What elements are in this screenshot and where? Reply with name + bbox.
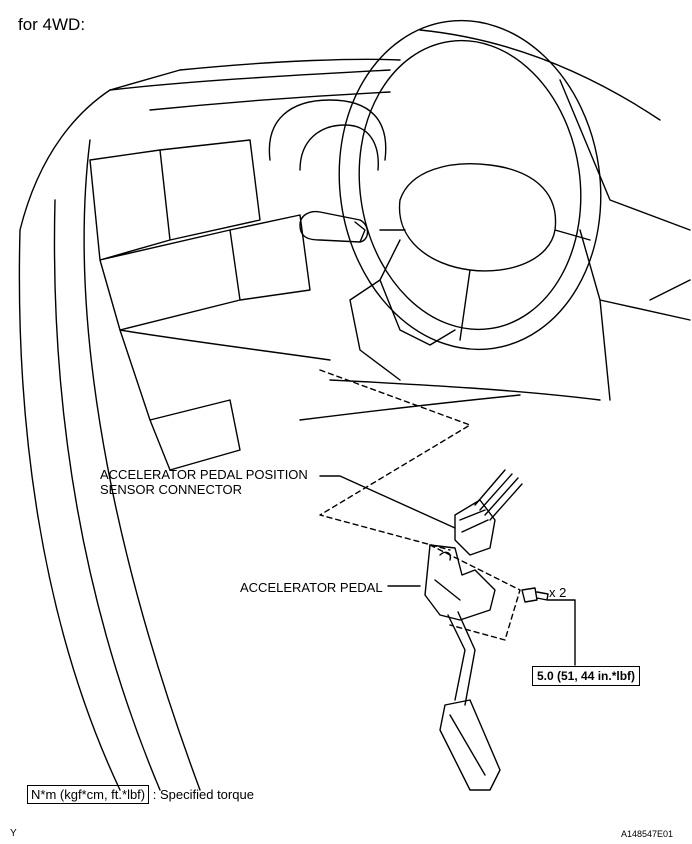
torque-legend: N*m (kgf*cm, ft.*lbf) : Specified torque	[27, 785, 254, 804]
door-pillar	[18, 69, 201, 791]
windshield-edge	[419, 29, 691, 231]
bolt-count-label: x 2	[549, 585, 567, 600]
sensor-connector-label-line2: SENSOR CONNECTOR	[100, 482, 243, 497]
legend-description: : Specified torque	[152, 787, 254, 802]
sensor-connector-label: ACCELERATOR PEDAL POSITION SENSOR CONNEC…	[100, 467, 308, 497]
right-panel	[579, 229, 691, 401]
steering-hub	[379, 163, 591, 341]
steering-wheel-outer	[338, 19, 602, 351]
accelerator-pedal-label: ACCELERATOR PEDAL	[240, 580, 383, 595]
steering-column	[349, 239, 456, 381]
pedal-pad	[439, 699, 501, 791]
dashboard-top	[109, 58, 401, 111]
torque-leader-line	[547, 599, 576, 666]
connector-wires	[474, 469, 523, 521]
corner-mark: Y	[10, 828, 17, 839]
sensor-connector-label-line1: ACCELERATOR PEDAL POSITION	[100, 467, 308, 482]
sensor-leader-line	[319, 475, 456, 529]
legend-unit-box: N*m (kgf*cm, ft.*lbf)	[27, 785, 150, 804]
switch-stalk	[299, 210, 369, 243]
dash-panel	[89, 139, 311, 331]
torque-value-box: 5.0 (51, 44 in.*lbf)	[532, 666, 641, 686]
dashed-mount-outline	[319, 369, 521, 641]
instrument-cluster	[268, 99, 387, 171]
steering-wheel-inner	[358, 39, 582, 331]
figure-id: A148547E01	[621, 829, 674, 839]
pedal-bracket	[424, 544, 496, 621]
bolt-icon	[521, 587, 549, 603]
floor-line	[299, 379, 601, 421]
page-heading: for 4WD:	[18, 15, 86, 34]
pedal-arm	[447, 611, 476, 706]
sensor-connector	[454, 499, 496, 556]
dash-lower	[119, 329, 331, 471]
